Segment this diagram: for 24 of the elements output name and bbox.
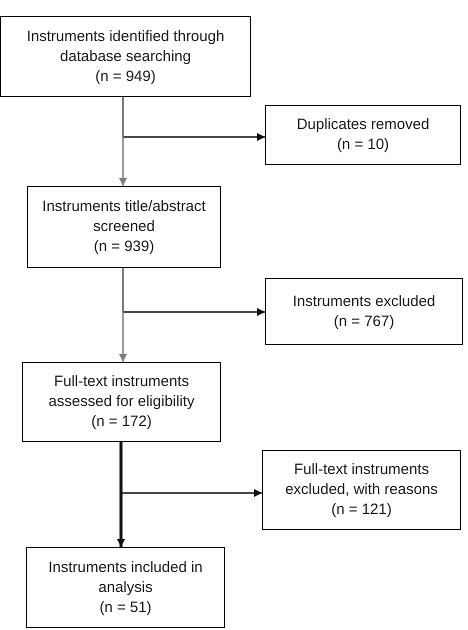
box-text: Duplicates removed	[296, 115, 430, 135]
count-text: (n = 939)	[94, 237, 154, 257]
box-text: Instruments excluded	[292, 292, 436, 312]
arrow	[119, 97, 127, 186]
box-text: Full-text instruments assessed for eligibility	[48, 372, 196, 412]
count-text: (n = 767)	[334, 312, 394, 332]
process-box	[265, 105, 461, 165]
process-box	[265, 278, 463, 345]
box-text: Instruments included in analysis	[47, 558, 204, 598]
box-text: Instruments identified through database searching	[26, 26, 226, 66]
count-text: (n = 121)	[331, 500, 392, 520]
box-text: Instruments title/abstract screened	[41, 197, 207, 237]
count-text: (n = 172)	[91, 412, 152, 432]
process-box	[0, 16, 251, 97]
count-text: (n = 949)	[95, 66, 156, 86]
count-text: (n = 10)	[336, 135, 390, 155]
arrow	[119, 268, 127, 362]
box-text: Full-text instruments excluded, with reasons	[284, 460, 439, 500]
process-box	[262, 450, 461, 530]
arrow	[117, 442, 125, 547]
process-box	[26, 547, 225, 628]
process-box	[22, 362, 221, 442]
count-text: (n = 51)	[99, 598, 152, 618]
process-box	[27, 186, 221, 268]
